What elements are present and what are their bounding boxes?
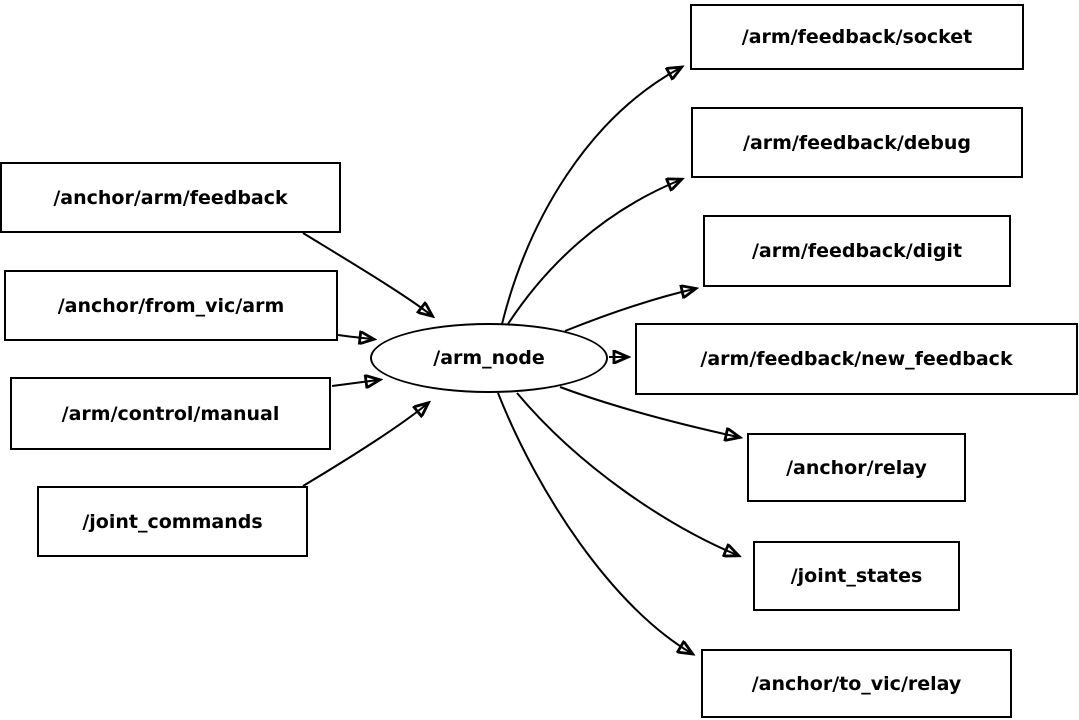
- node-arm-feedback-digit: /arm/feedback/digit: [703, 215, 1011, 287]
- node-joint-commands: /joint_commands: [37, 486, 308, 557]
- node-label: /arm/feedback/new_feedback: [700, 348, 1013, 370]
- node-label: /arm/feedback/debug: [743, 131, 971, 154]
- edge-arm-node-to-arm-feedback-socket: [501, 68, 680, 325]
- node-label: /arm/control/manual: [61, 402, 280, 425]
- edge-joint-commands-to-arm-node: [302, 404, 427, 487]
- edge-arm-node-to-arm-feedback-debug: [507, 180, 680, 325]
- node-anchor-relay: /anchor/relay: [747, 433, 966, 502]
- node-label: /arm/feedback/socket: [741, 26, 973, 48]
- node-arm-control-manual: /arm/control/manual: [10, 377, 331, 450]
- edge-arm-control-manual-to-arm-node: [331, 380, 378, 386]
- node-anchor-arm-feedback: /anchor/arm/feedback: [0, 162, 341, 233]
- edge-anchor-arm-feedback-to-arm-node: [302, 232, 431, 315]
- edge-anchor-from-vic-arm-to-arm-node: [337, 335, 372, 339]
- node-label: /anchor/from_vic/arm: [57, 294, 285, 317]
- node-label: /joint_states: [790, 565, 923, 587]
- edge-arm-node-to-arm-feedback-digit: [564, 289, 694, 332]
- node-label: /anchor/relay: [786, 456, 927, 479]
- node-label: /joint_commands: [82, 510, 263, 533]
- node-joint-states: /joint_states: [753, 541, 960, 611]
- node-label: /anchor/to_vic/relay: [751, 672, 962, 695]
- node-label: /arm/feedback/digit: [751, 240, 963, 262]
- node-label: /anchor/arm/feedback: [53, 186, 288, 209]
- node-anchor-to-vic-relay: /anchor/to_vic/relay: [701, 649, 1012, 718]
- edge-arm-node-to-joint-states: [516, 392, 737, 555]
- node-arm-feedback-new-feedback: /arm/feedback/new_feedback: [635, 323, 1078, 395]
- node-arm-node: /arm_node: [370, 323, 608, 393]
- node-label: /arm_node: [433, 347, 545, 369]
- node-arm-feedback-socket: /arm/feedback/socket: [690, 4, 1024, 70]
- node-anchor-from-vic-arm: /anchor/from_vic/arm: [4, 270, 338, 341]
- edge-arm-node-to-anchor-to-vic-relay: [497, 392, 691, 653]
- node-arm-feedback-debug: /arm/feedback/debug: [691, 107, 1023, 178]
- edge-arm-node-to-anchor-relay: [559, 386, 738, 437]
